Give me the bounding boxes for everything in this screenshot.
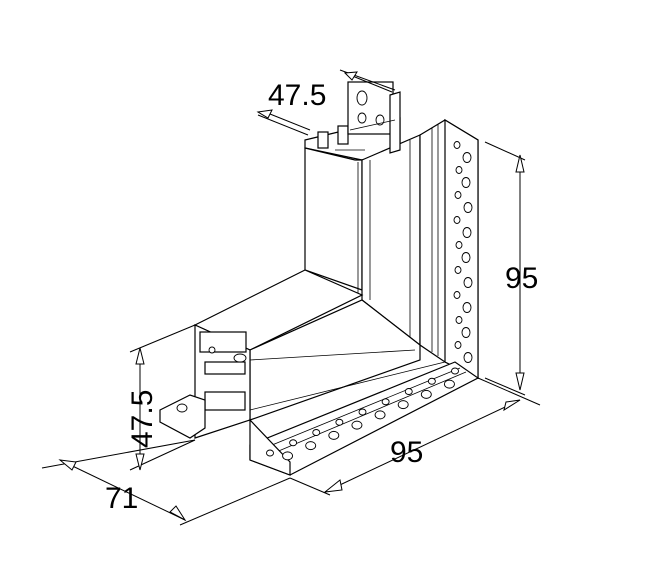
bottom-flange-holes [266, 367, 459, 461]
dim-bottom-length-label: 95 [390, 436, 423, 469]
dim-bottom-length: 95 [289, 377, 541, 496]
dim-right-height: 95 [484, 141, 538, 396]
perforation-hole [461, 177, 471, 188]
dim-right-height-label: 95 [505, 262, 538, 295]
dim-left-depth-label: 71 [105, 482, 138, 515]
perforation-hole [351, 420, 363, 430]
perforation-hole [358, 408, 367, 416]
perforation-hole [461, 327, 471, 338]
perforation-hole [335, 418, 344, 426]
perforation-hole [453, 216, 461, 224]
perforation-hole [463, 352, 473, 363]
dim-top-width-label: 47.5 [268, 79, 326, 112]
perforation-hole [463, 202, 473, 213]
dim-left-height-label: 47.5 [126, 390, 159, 448]
perforation-hole [454, 341, 462, 349]
perforation-hole [305, 441, 317, 451]
perforation-hole [455, 241, 463, 249]
perforation-hole [462, 302, 472, 313]
perforation-hole [443, 379, 455, 389]
perforation-hole [455, 316, 463, 324]
perforation-hole [463, 277, 473, 288]
perforation-hole [462, 227, 472, 238]
perforation-hole [454, 191, 462, 199]
dim-left-depth: 71 [41, 439, 291, 526]
horizontal-profile [159, 269, 446, 439]
perforation-hole [289, 439, 298, 447]
perforation-hole [397, 400, 409, 410]
vertical-profile [304, 81, 421, 347]
perforation-hole [453, 291, 461, 299]
dim-top-width: 47.5 [256, 69, 396, 136]
bottom-flange [249, 361, 480, 476]
perforation-hole [374, 410, 386, 420]
perforation-hole [427, 377, 436, 385]
perforation-hole [461, 252, 471, 263]
perforation-hole [282, 451, 294, 461]
perforation-hole [454, 266, 462, 274]
perforation-hole [266, 449, 274, 457]
perforation-hole [312, 429, 321, 436]
perforation-hole [381, 398, 390, 406]
perforation-hole [328, 430, 340, 440]
perforation-hole [453, 141, 461, 149]
perforation-hole [404, 388, 413, 395]
perforation-hole [462, 152, 472, 163]
perforation-hole [451, 367, 459, 375]
right-flange [419, 118, 479, 379]
perforation-hole [455, 166, 463, 174]
perforation-hole [420, 389, 432, 399]
right-flange-holes [453, 141, 473, 363]
